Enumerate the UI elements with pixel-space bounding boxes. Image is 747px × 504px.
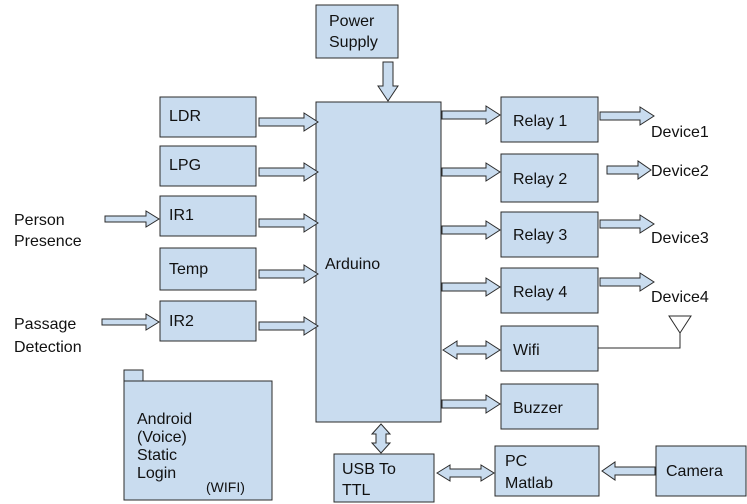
- lpg-block: [159, 145, 257, 187]
- wifi-antenna-icon: [668, 315, 692, 334]
- power-supply-label-2: Supply: [329, 34, 378, 51]
- lpg-label: LPG: [169, 157, 201, 174]
- device2-label: Device2: [651, 163, 709, 180]
- arrow-ir2-to-arduino: [258, 316, 319, 336]
- arrow-relay4-to-device4: [599, 272, 655, 292]
- arrow-relay1-to-device1: [599, 106, 655, 126]
- relay4-block: [500, 267, 599, 314]
- android-wifi-label: (WIFI): [206, 479, 245, 495]
- usb-ttl-label-1: USB To: [342, 461, 396, 478]
- arrow-arduino-to-relay3: [441, 220, 501, 240]
- arrow-arduino-to-relay4: [441, 277, 501, 297]
- relay2-block: [500, 153, 599, 203]
- ir1-block: [159, 195, 257, 237]
- arrow-ldr-to-arduino: [258, 112, 319, 132]
- ldr-label: LDR: [169, 108, 201, 125]
- power-supply-block: [315, 4, 399, 59]
- ldr-block: [159, 96, 257, 138]
- arrow-arduino-to-buzzer: [441, 394, 501, 414]
- power-supply-label-1: Power: [329, 13, 375, 30]
- arrow-relay3-to-device3: [599, 214, 655, 234]
- android-label-4: Login: [137, 465, 176, 482]
- arrow-camera-to-pc: [601, 461, 656, 481]
- android-label-1: Android: [137, 411, 192, 428]
- android-label-2: (Voice): [137, 429, 187, 446]
- passage-label-1: Passage: [14, 316, 76, 333]
- person-label-2: Presence: [14, 233, 82, 250]
- android-label-3: Static: [137, 447, 177, 464]
- person-label-1: Person: [14, 212, 65, 229]
- relay3-block: [500, 211, 599, 258]
- temp-block: [159, 247, 257, 291]
- relay1-block: [500, 96, 599, 143]
- usb-ttl-label-2: TTL: [342, 482, 371, 499]
- arrow-power-to-arduino: [377, 61, 399, 102]
- ir2-block: [159, 300, 257, 342]
- arrow-arduino-to-relay2: [441, 162, 501, 182]
- wifi-antenna-line: [598, 333, 681, 349]
- arduino-label: Arduino: [325, 256, 380, 273]
- relay1-label: Relay 1: [513, 113, 567, 130]
- wifi-label: Wifi: [513, 342, 540, 359]
- passage-label-2: Detection: [14, 339, 82, 356]
- wifi-block: [500, 325, 599, 372]
- buzzer-block: [500, 383, 599, 430]
- arrow-lpg-to-arduino: [258, 162, 319, 182]
- arduino-block: [315, 101, 442, 423]
- arrow-arduino-usb-bidirectional: [370, 423, 392, 454]
- arrow-temp-to-arduino: [258, 264, 319, 284]
- usb-ttl-block: [333, 453, 435, 503]
- pc-label-2: Matlab: [505, 475, 553, 492]
- arrow-ir1-to-arduino: [258, 213, 319, 233]
- arrow-arduino-to-relay1: [441, 105, 501, 125]
- device3-label: Device3: [651, 230, 709, 247]
- arrow-passage-to-ir2: [101, 313, 160, 331]
- android-antenna: [123, 369, 144, 382]
- camera-label: Camera: [666, 463, 723, 480]
- device1-label: Device1: [651, 124, 709, 141]
- pc-matlab-block: [494, 445, 600, 497]
- camera-block: [655, 445, 747, 497]
- pc-label-1: PC: [505, 453, 527, 470]
- relay4-label: Relay 4: [513, 284, 567, 301]
- device4-label: Device4: [651, 289, 709, 306]
- relay3-label: Relay 3: [513, 227, 567, 244]
- arrow-usb-pc-bidirectional: [436, 464, 495, 482]
- arrow-arduino-wifi-bidirectional: [442, 340, 501, 360]
- android-block: [123, 380, 273, 501]
- arrow-relay2-to-device2: [606, 160, 652, 180]
- ir1-label: IR1: [169, 207, 194, 224]
- relay2-label: Relay 2: [513, 171, 567, 188]
- ir2-label: IR2: [169, 313, 194, 330]
- arrow-person-to-ir1: [104, 210, 160, 228]
- temp-label: Temp: [169, 261, 208, 278]
- buzzer-label: Buzzer: [513, 400, 563, 417]
